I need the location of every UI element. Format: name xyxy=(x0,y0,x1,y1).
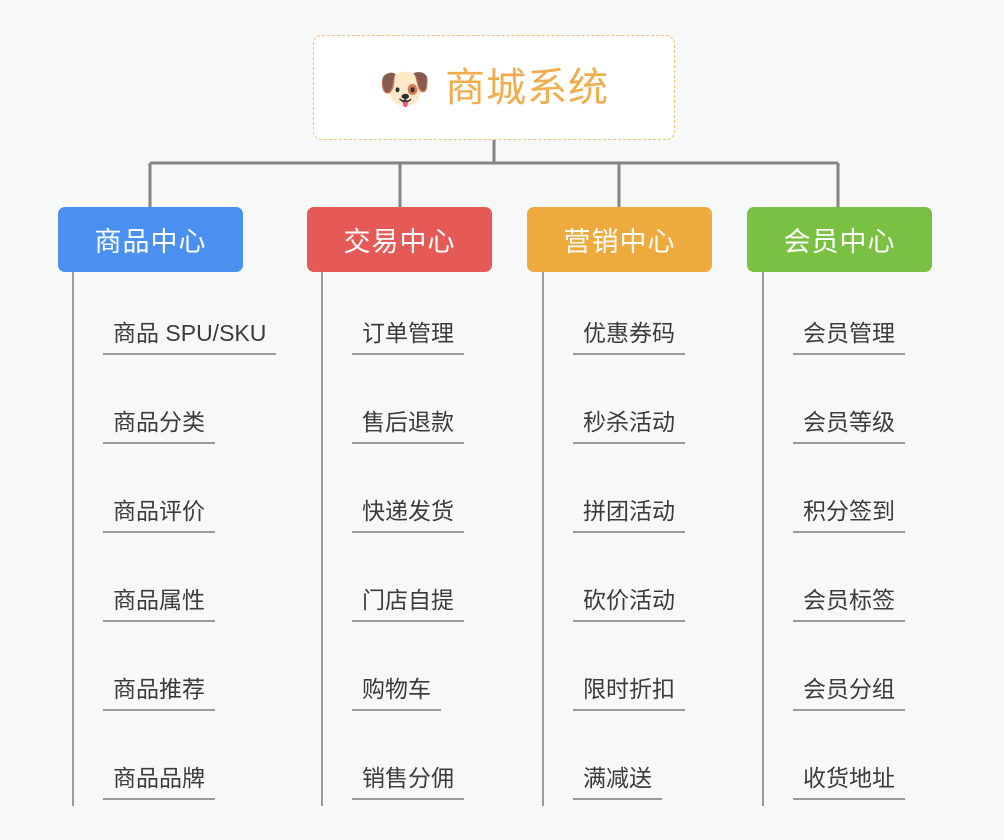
branch-header-trade-center[interactable]: 交易中心 xyxy=(307,207,492,272)
branch-header-label: 商品中心 xyxy=(94,227,207,257)
leaf-underline: 门店自提 xyxy=(352,586,464,622)
leaf-item[interactable]: 会员标签 xyxy=(762,539,905,628)
leaf-item[interactable]: 优惠券码 xyxy=(542,272,685,361)
leaf-item[interactable]: 商品分类 xyxy=(72,361,276,450)
leaf-underline: 商品属性 xyxy=(103,586,215,622)
leaf-label: 售后退款 xyxy=(362,408,454,435)
leaf-item[interactable]: 快递发货 xyxy=(321,450,464,539)
branch-marketing-center: 营销中心优惠券码秒杀活动拼团活动砍价活动限时折扣满减送 xyxy=(527,207,712,806)
leaf-label: 商品分类 xyxy=(113,408,205,435)
leaf-underline: 商品推荐 xyxy=(103,675,215,711)
leaf-label: 拼团活动 xyxy=(583,497,675,524)
leaf-underline: 商品分类 xyxy=(103,408,215,444)
branch-spine-marketing-center xyxy=(542,272,544,806)
leaf-item[interactable]: 积分签到 xyxy=(762,450,905,539)
dog-face-icon: 🐶 xyxy=(378,64,432,112)
leaf-underline: 积分签到 xyxy=(793,497,905,533)
leaf-label: 砍价活动 xyxy=(583,586,675,613)
leaf-item[interactable]: 商品 SPU/SKU xyxy=(72,272,277,361)
leaf-item[interactable]: 门店自提 xyxy=(321,539,464,628)
leaf-underline: 购物车 xyxy=(352,675,441,711)
leaf-label: 购物车 xyxy=(362,675,431,702)
leaf-list-marketing-center: 优惠券码秒杀活动拼团活动砍价活动限时折扣满减送 xyxy=(542,272,685,806)
leaf-label: 收货地址 xyxy=(803,764,895,791)
branch-header-label: 交易中心 xyxy=(343,227,456,257)
leaf-list-product-center: 商品 SPU/SKU 商品分类商品评价商品属性商品推荐商品品牌 xyxy=(72,272,277,806)
leaf-underline: 拼团活动 xyxy=(573,497,685,533)
leaf-underline: 限时折扣 xyxy=(573,675,685,711)
leaf-item[interactable]: 销售分佣 xyxy=(321,717,464,806)
leaf-underline: 商品评价 xyxy=(103,497,215,533)
branch-member-center: 会员中心会员管理会员等级积分签到会员标签会员分组收货地址 xyxy=(747,207,932,806)
leaf-underline: 订单管理 xyxy=(352,319,464,355)
leaf-item[interactable]: 购物车 xyxy=(321,628,464,717)
leaf-item[interactable]: 商品推荐 xyxy=(72,628,276,717)
leaf-label: 秒杀活动 xyxy=(583,408,675,435)
leaf-item[interactable]: 砍价活动 xyxy=(542,539,685,628)
leaf-label: 商品评价 xyxy=(113,497,205,524)
leaf-label: 商品推荐 xyxy=(113,675,205,702)
branch-header-marketing-center[interactable]: 营销中心 xyxy=(527,207,712,272)
leaf-underline: 会员标签 xyxy=(793,586,905,622)
leaf-label: 商品品牌 xyxy=(113,764,205,791)
leaf-label: 会员标签 xyxy=(803,586,895,613)
leaf-underline: 满减送 xyxy=(573,764,662,800)
leaf-item[interactable]: 会员分组 xyxy=(762,628,905,717)
leaf-label: 门店自提 xyxy=(362,586,454,613)
leaf-item[interactable]: 订单管理 xyxy=(321,272,464,361)
leaf-label: 销售分佣 xyxy=(362,764,454,791)
leaf-label: 会员等级 xyxy=(803,408,895,435)
leaf-item[interactable]: 商品属性 xyxy=(72,539,276,628)
leaf-underline: 销售分佣 xyxy=(352,764,464,800)
branch-trade-center: 交易中心订单管理售后退款快递发货门店自提购物车销售分佣 xyxy=(307,207,492,806)
leaf-underline: 秒杀活动 xyxy=(573,408,685,444)
leaf-underline: 会员分组 xyxy=(793,675,905,711)
leaf-list-trade-center: 订单管理售后退款快递发货门店自提购物车销售分佣 xyxy=(321,272,464,806)
leaf-item[interactable]: 商品评价 xyxy=(72,450,276,539)
leaf-label: 会员管理 xyxy=(803,319,895,346)
leaf-underline: 会员管理 xyxy=(793,319,905,355)
branch-spine-product-center xyxy=(72,272,74,806)
leaf-list-member-center: 会员管理会员等级积分签到会员标签会员分组收货地址 xyxy=(762,272,905,806)
branch-header-member-center[interactable]: 会员中心 xyxy=(747,207,932,272)
leaf-label: 优惠券码 xyxy=(583,319,675,346)
leaf-item[interactable]: 满减送 xyxy=(542,717,685,806)
leaf-underline: 售后退款 xyxy=(352,408,464,444)
root-title: 商城系统 xyxy=(445,65,610,110)
branch-header-label: 会员中心 xyxy=(783,227,896,257)
leaf-label: 商品属性 xyxy=(113,586,205,613)
branch-header-label: 营销中心 xyxy=(563,227,676,257)
leaf-item[interactable]: 会员管理 xyxy=(762,272,905,361)
leaf-label: 满减送 xyxy=(583,764,652,791)
branch-header-product-center[interactable]: 商品中心 xyxy=(58,207,243,272)
leaf-underline: 商品品牌 xyxy=(103,764,215,800)
leaf-label: 商品 SPU/SKU xyxy=(113,319,267,346)
leaf-label: 会员分组 xyxy=(803,675,895,702)
leaf-item[interactable]: 收货地址 xyxy=(762,717,905,806)
leaf-item[interactable]: 秒杀活动 xyxy=(542,361,685,450)
leaf-underline: 优惠券码 xyxy=(573,319,685,355)
leaf-label: 积分签到 xyxy=(803,497,895,524)
leaf-underline: 快递发货 xyxy=(352,497,464,533)
leaf-label: 限时折扣 xyxy=(583,675,675,702)
leaf-item[interactable]: 会员等级 xyxy=(762,361,905,450)
leaf-label: 订单管理 xyxy=(362,319,454,346)
leaf-item[interactable]: 限时折扣 xyxy=(542,628,685,717)
branch-product-center: 商品中心商品 SPU/SKU 商品分类商品评价商品属性商品推荐商品品牌 xyxy=(58,207,277,806)
leaf-underline: 收货地址 xyxy=(793,764,905,800)
leaf-item[interactable]: 拼团活动 xyxy=(542,450,685,539)
leaf-underline: 商品 SPU/SKU xyxy=(103,319,277,355)
leaf-item[interactable]: 售后退款 xyxy=(321,361,464,450)
branch-spine-member-center xyxy=(762,272,764,806)
leaf-underline: 砍价活动 xyxy=(573,586,685,622)
branch-spine-trade-center xyxy=(321,272,323,806)
leaf-label: 快递发货 xyxy=(362,497,454,524)
root-node[interactable]: 🐶 商城系统 xyxy=(313,35,675,140)
leaf-item[interactable]: 商品品牌 xyxy=(72,717,276,806)
leaf-underline: 会员等级 xyxy=(793,408,905,444)
